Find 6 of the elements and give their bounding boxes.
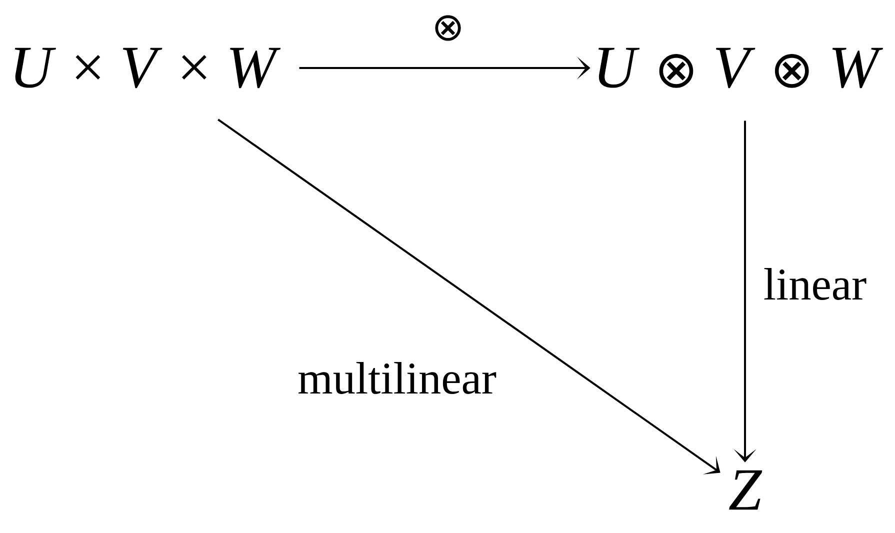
math-expression: U ⊗ V ⊗ W [598,48,883,88]
edge-label: multilinear [298,362,496,394]
edge-label: ⊗ [435,15,461,41]
edge-label: linear [764,268,866,300]
math-expression: U × V × W [14,48,281,88]
math-expression: Z [729,470,762,510]
